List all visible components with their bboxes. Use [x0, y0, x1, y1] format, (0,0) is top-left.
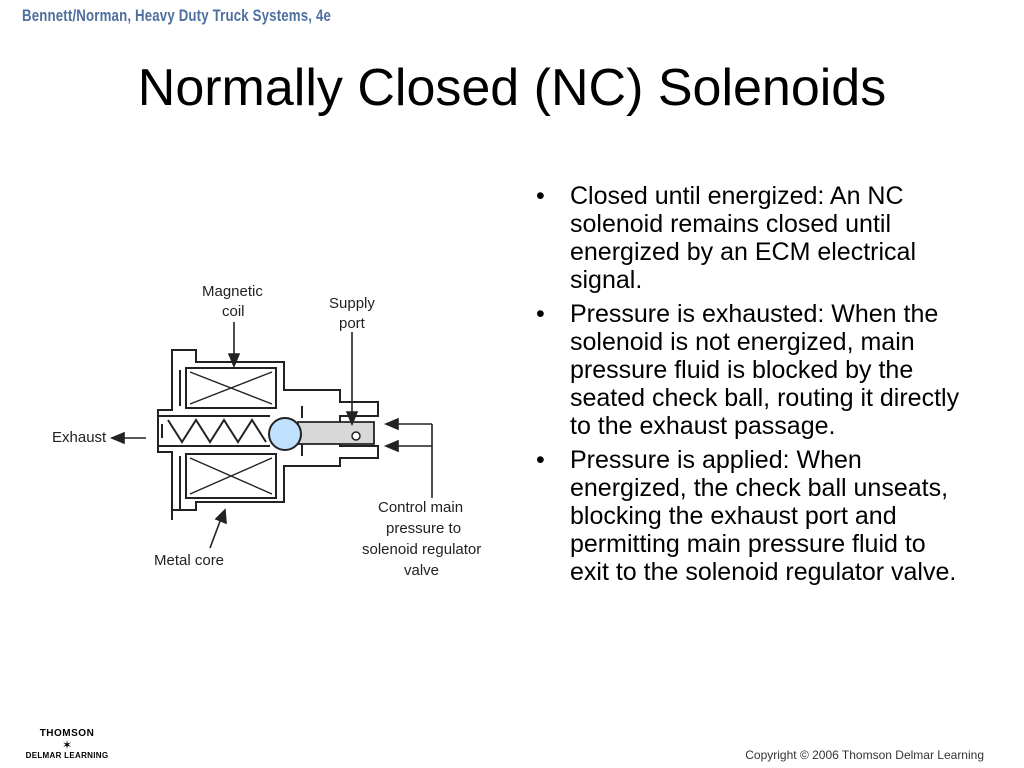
label-coil: coil [222, 303, 245, 320]
publisher-logo: THOMSON ✶ DELMAR LEARNING [12, 728, 122, 760]
bullet-dot: • [536, 446, 545, 474]
supply-passage [297, 421, 375, 445]
spring [161, 418, 267, 444]
solenoid-housing [157, 349, 379, 520]
label-metal-core: Metal core [154, 552, 224, 569]
check-ball [268, 417, 302, 451]
slide-title: Normally Closed (NC) Solenoids [137, 59, 887, 117]
label-control-4: valve [404, 562, 439, 579]
bullet-item: • Pressure is applied: When energized, th… [530, 446, 970, 586]
label-control-1: Control main [378, 499, 463, 516]
label-control-3: solenoid regulator [362, 541, 481, 558]
bullet-item: • Pressure is exhausted: When the solenoi… [530, 300, 970, 440]
star-icon: ✶ [61, 738, 73, 752]
copyright-notice: Copyright © 2006 Thomson Delmar Learning [745, 748, 984, 762]
arrows [109, 322, 433, 549]
label-control-2: pressure to [386, 520, 461, 537]
bullet-text: Closed until energized: An NC solenoid r… [570, 182, 916, 294]
label-port: port [339, 315, 366, 332]
book-header: Bennett/Norman, Heavy Duty Truck Systems… [22, 6, 332, 25]
bullet-dot: • [536, 300, 545, 328]
label-exhaust: Exhaust [52, 429, 107, 446]
coil-windings [189, 371, 273, 495]
logo-top-text: THOMSON [39, 728, 95, 739]
bullet-item: • Closed until energized: An NC solenoid … [530, 182, 970, 294]
bullet-text: Pressure is applied: When energized, the… [570, 446, 957, 586]
bullet-list: • Closed until energized: An NC solenoid … [530, 182, 970, 592]
label-magnetic: Magnetic [202, 283, 263, 300]
bullet-text: Pressure is exhausted: When the solenoid… [570, 300, 960, 440]
logo-bottom-text: DELMAR LEARNING [25, 751, 109, 760]
label-supply: Supply [329, 295, 375, 312]
supply-orifice [351, 431, 361, 441]
solenoid-diagram: Magnetic coil Supply port Exhaust Contro… [52, 283, 481, 579]
bullet-dot: • [536, 182, 545, 210]
